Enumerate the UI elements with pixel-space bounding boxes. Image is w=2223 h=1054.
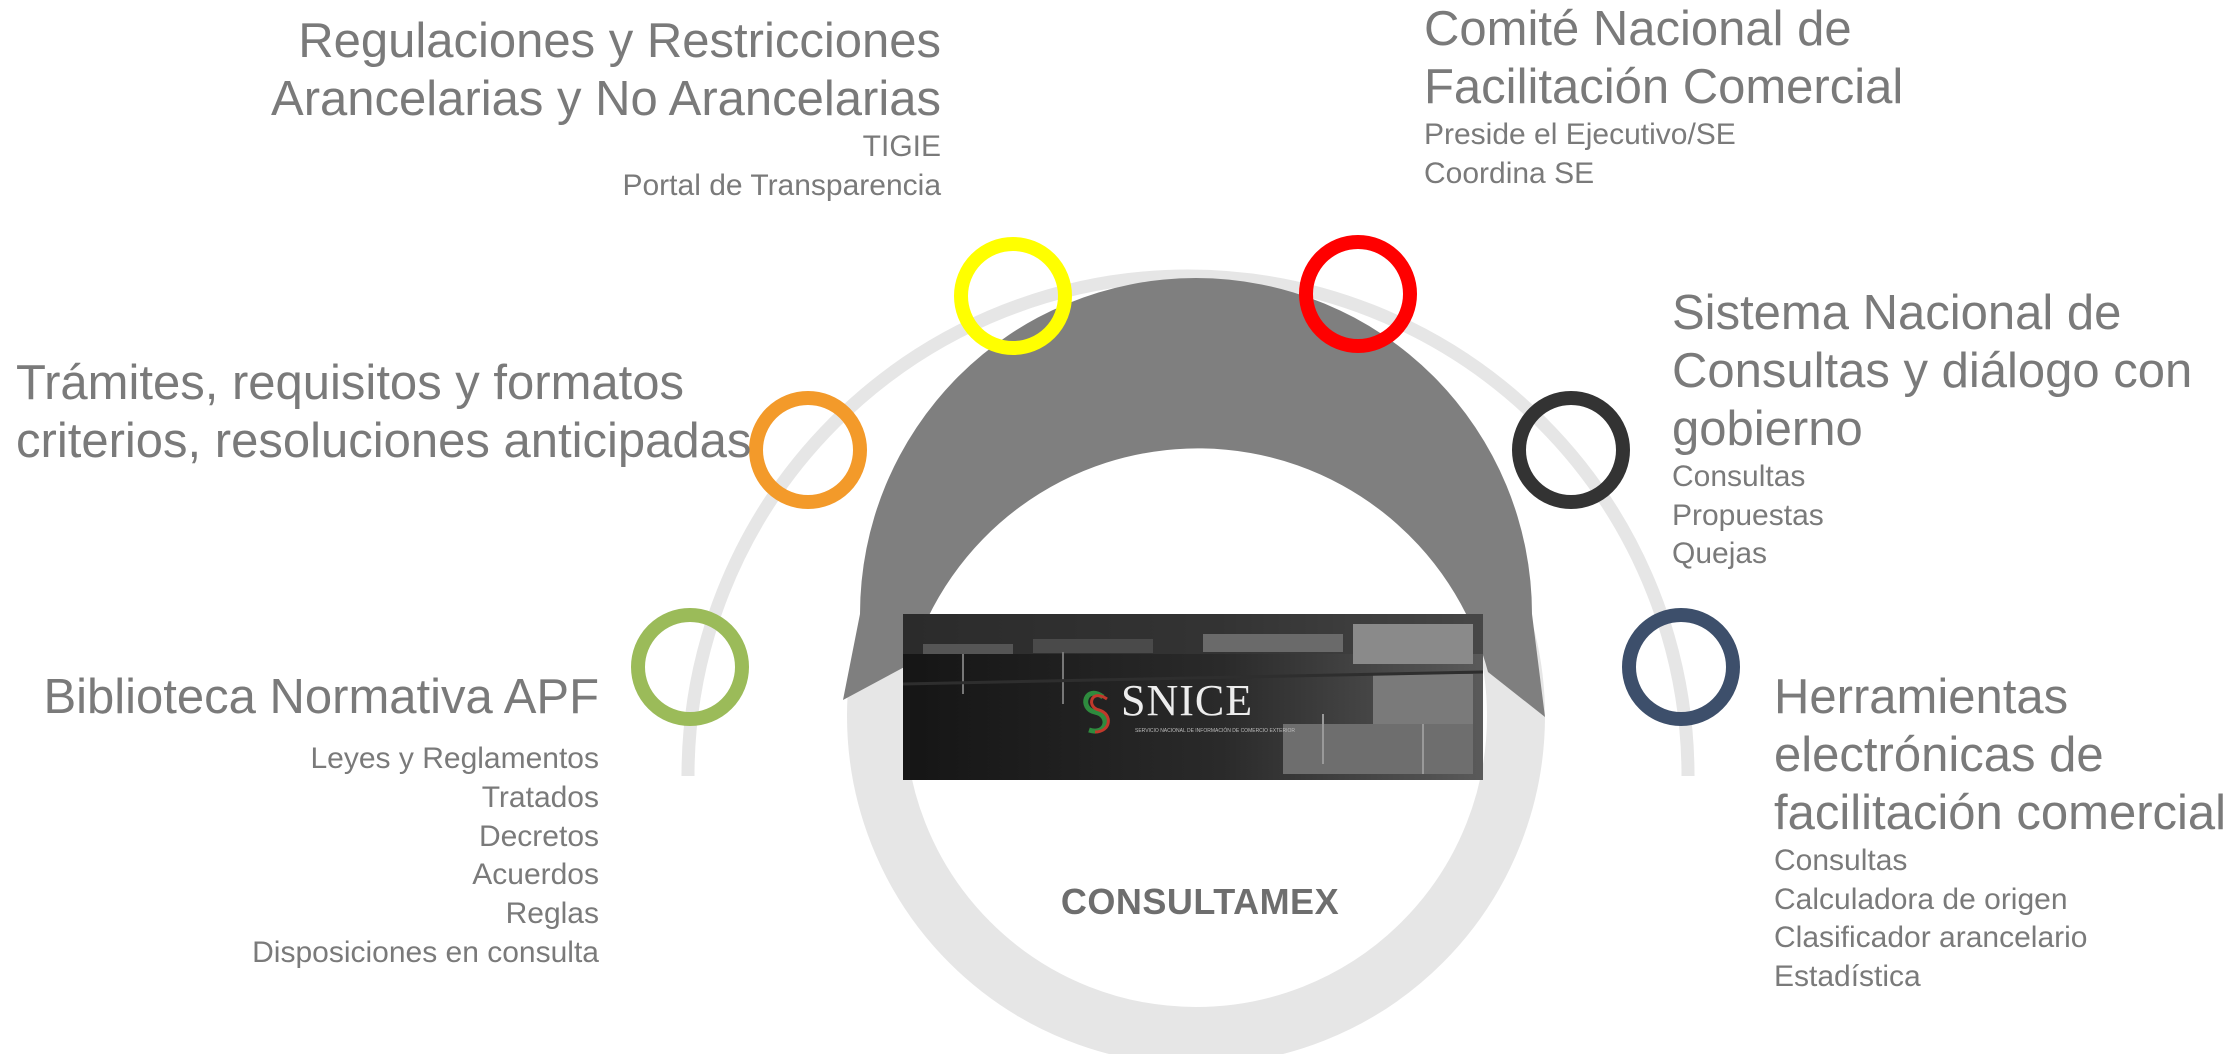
block-tramites: Trámites, requisitos y formatos criterio… [16, 354, 751, 470]
block-title-line: gobierno [1672, 402, 1863, 456]
block-item: Clasificador arancelario [1774, 921, 2088, 954]
ring-comite [1299, 235, 1417, 353]
block-regulaciones: Regulaciones y Restricciones Arancelaria… [271, 12, 941, 205]
block-title-line: electrónicas de [1774, 728, 2104, 782]
block-item: Reglas [505, 897, 599, 931]
snice-logo-subtext: SERVICIO NACIONAL DE INFORMACIÓN DE COME… [1135, 728, 1296, 734]
block-title-line: Herramientas [1774, 670, 2069, 724]
block-title-line: Sistema Nacional de [1672, 286, 2122, 340]
ring-tramites [749, 391, 867, 509]
block-comite: Comité Nacional de Facilitación Comercia… [1424, 0, 1903, 193]
block-item: Propuestas [1672, 498, 1824, 532]
port-scene [903, 614, 1483, 780]
block-item: Portal de Transparencia [622, 168, 941, 202]
block-title-line: Facilitación Comercial [1424, 60, 1904, 114]
ring-sistema [1512, 391, 1630, 509]
block-biblioteca: Biblioteca Normativa APF Leyes y Reglame… [43, 668, 599, 973]
block-item: Acuerdos [472, 858, 599, 892]
block-title-line: Arancelarias y No Arancelarias [271, 72, 941, 126]
dark-arc [843, 278, 1545, 717]
block-title-line: facilitación comercial [1774, 786, 2223, 840]
ring-herramientas [1622, 608, 1740, 726]
block-herramientas: Herramientas electrónicas de facilitació… [1774, 668, 2223, 996]
block-title-line: Comité Nacional de [1424, 2, 1852, 56]
snice-logo-text: SNICE [1121, 676, 1254, 725]
block-title-line: Regulaciones y Restricciones [298, 14, 941, 68]
block-item: Calculadora de origen [1774, 882, 2068, 916]
ring-biblioteca [631, 608, 749, 726]
block-sistema: Sistema Nacional de Consultas y diálogo … [1672, 284, 2192, 574]
block-item: Estadística [1774, 959, 1921, 993]
snice-banner: SNICE SERVICIO NACIONAL DE INFORMACIÓN D… [903, 614, 1483, 780]
block-item: Coordina SE [1424, 156, 1595, 190]
block-item: Tratados [481, 780, 599, 814]
block-item: Consultas [1774, 844, 1908, 877]
block-title-line: Biblioteca Normativa APF [43, 670, 599, 724]
outer-arc [681, 269, 1695, 777]
block-item: TIGIE [862, 130, 941, 163]
block-item: Preside el Ejecutivo/SE [1424, 118, 1736, 151]
block-item: Disposiciones en consulta [252, 935, 599, 969]
block-title-line: criterios, resoluciones anticipadas [16, 414, 752, 468]
block-item: Leyes y Reglamentos [310, 742, 600, 775]
block-item: Decretos [478, 819, 599, 853]
block-items: Leyes y Reglamentos Tratados Decretos Ac… [43, 740, 599, 973]
block-item: Quejas [1672, 537, 1768, 570]
block-item: Consultas [1672, 460, 1806, 493]
block-title-line: Consultas y diálogo con [1672, 344, 2193, 398]
center-label: CONSULTAMEX [1060, 881, 1340, 922]
snice-logo-mark [1083, 690, 1108, 734]
block-title-line: Trámites, requisitos y formatos [16, 356, 685, 410]
ring-regulaciones [954, 237, 1072, 355]
